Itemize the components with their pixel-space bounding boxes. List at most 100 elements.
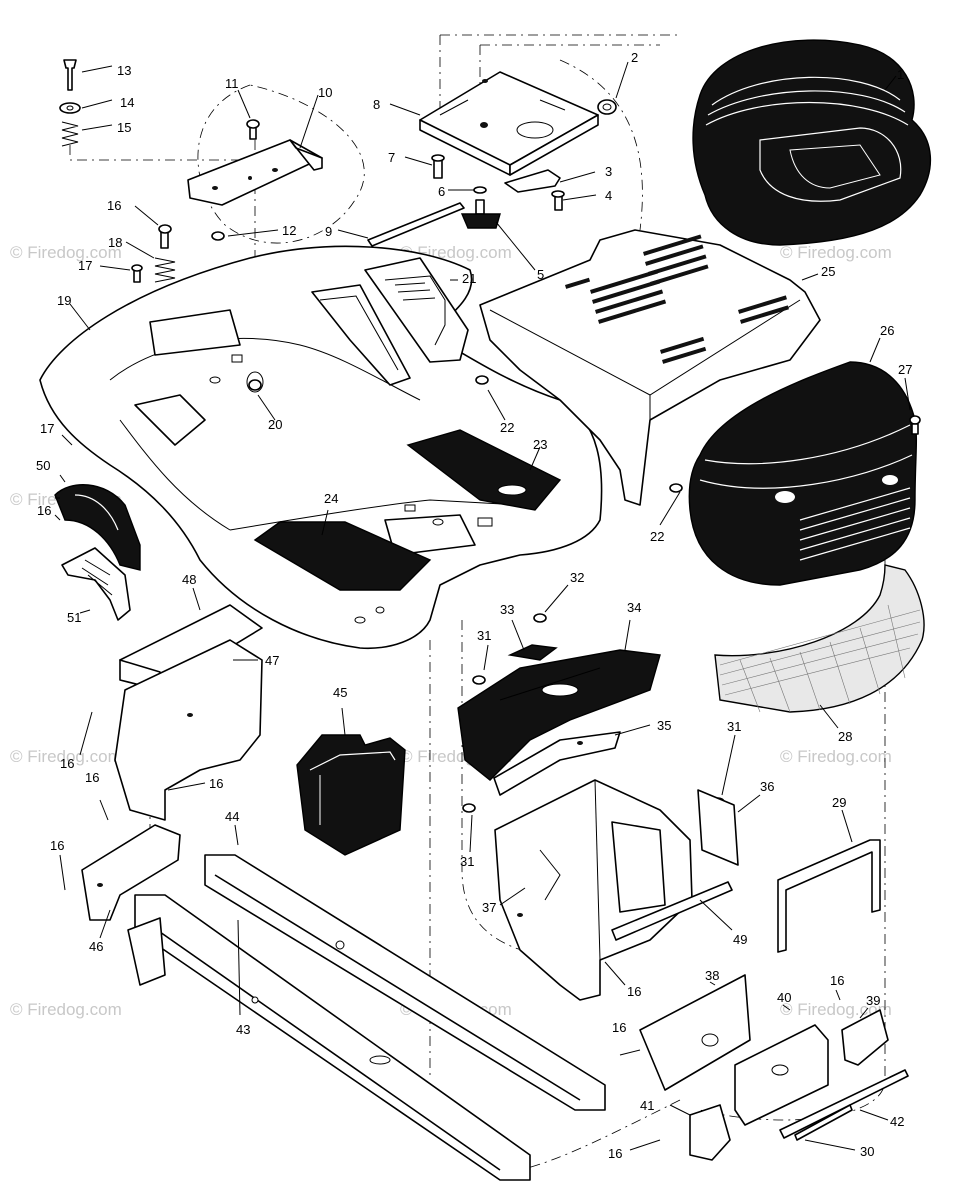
watermark: © Firedog.com [10,747,122,766]
callout-22: 22 [500,420,514,435]
bumper-2 [597,99,617,115]
callout-16-h: 16 [830,973,844,988]
callout-24: 24 [324,491,338,506]
callout-28: 28 [838,729,852,744]
dash-bracket [493,731,621,796]
side-plate-36 [697,789,739,866]
callout-19: 19 [57,293,71,308]
bolt-27 [909,415,921,435]
rear-panels [114,604,263,821]
fender-channel [311,284,411,386]
bumper-bracket [777,839,881,953]
dash-tower [494,779,693,1001]
grille-lines [799,487,911,561]
hood-vents [565,234,789,364]
callout-44: 44 [225,809,239,824]
front-bumper [714,564,925,713]
bolts-22 [475,375,683,493]
callout-31-b: 31 [727,719,741,734]
callout-23: 23 [533,437,547,452]
left-upper-hardware [131,224,176,283]
callout-27: 27 [898,362,912,377]
callout-2: 2 [631,50,638,65]
small-hardware [367,154,565,247]
callout-36: 36 [760,779,774,794]
callout-40: 40 [777,990,791,1005]
callout-14: 14 [120,95,134,110]
fender-emblem [364,257,469,363]
leader-lines [54,61,911,1151]
callout-43: 43 [236,1022,250,1037]
spring-stack [59,59,81,147]
watermark: © Firedog.com [10,243,122,262]
fender-deck [39,245,603,650]
callout-39: 39 [866,993,880,1008]
callout-7: 7 [388,150,395,165]
battery-box [296,734,406,856]
callout-16-d: 16 [85,770,99,785]
callout-21: 21 [462,271,476,286]
callout-16-f: 16 [50,838,64,853]
callout-33: 33 [500,602,514,617]
callout-45: 45 [333,685,347,700]
callout-12: 12 [282,223,296,238]
dash-panel [457,613,661,781]
callout-51: 51 [67,610,81,625]
callout-1: 1 [897,67,904,82]
callout-17: 17 [78,258,92,273]
callout-22-b: 22 [650,529,664,544]
watermark: © Firedog.com [780,1000,892,1019]
callout-16-c: 16 [60,756,74,771]
callout-49: 49 [733,932,747,947]
callout-35: 35 [657,718,671,733]
callout-16-e: 16 [209,776,223,791]
watermark: © Firedog.com [780,747,892,766]
seat [692,39,931,246]
watermark: © Firedog.com [10,1000,122,1019]
floor-mats [253,429,562,591]
callout-16: 16 [107,198,121,213]
grommet-20 [248,379,262,391]
callout-20: 20 [268,417,282,432]
front-axle-brackets [639,974,909,1161]
callout-15: 15 [117,120,131,135]
callout-37: 37 [482,900,496,915]
cross-bar-49 [611,881,733,941]
callout-31: 31 [477,628,491,643]
callout-4: 4 [605,188,612,203]
callout-31-c: 31 [460,854,474,869]
callout-17-b: 17 [40,421,54,436]
callouts: 1 2 3 4 5 6 7 8 9 10 11 12 13 14 15 16 1… [36,50,912,1161]
frame-rails [127,854,606,1181]
callout-32: 32 [570,570,584,585]
callout-10: 10 [318,85,332,100]
callout-29: 29 [832,795,846,810]
callout-26: 26 [880,323,894,338]
callout-41: 41 [640,1098,654,1113]
rear-bracket-46 [81,824,181,921]
callout-25: 25 [821,264,835,279]
callout-16-i: 16 [612,1020,626,1035]
callout-13: 13 [117,63,131,78]
callout-16-b: 16 [37,503,51,518]
hood [479,229,821,506]
callout-16-g: 16 [627,984,641,999]
callout-3: 3 [605,164,612,179]
callout-38: 38 [705,968,719,983]
callout-18: 18 [108,235,122,250]
callout-30: 30 [860,1144,874,1159]
callout-6: 6 [438,184,445,199]
callout-46: 46 [89,939,103,954]
seat-bracket-plate [187,119,323,241]
watermark: © Firedog.com [780,243,892,262]
nose-cover [688,361,918,586]
callout-16-j: 16 [608,1146,622,1161]
callout-34: 34 [627,600,641,615]
callout-8: 8 [373,97,380,112]
callout-50: 50 [36,458,50,473]
callout-48: 48 [182,572,196,587]
callout-5: 5 [537,267,544,282]
callout-47: 47 [265,653,279,668]
left-fender-pieces [54,484,141,621]
